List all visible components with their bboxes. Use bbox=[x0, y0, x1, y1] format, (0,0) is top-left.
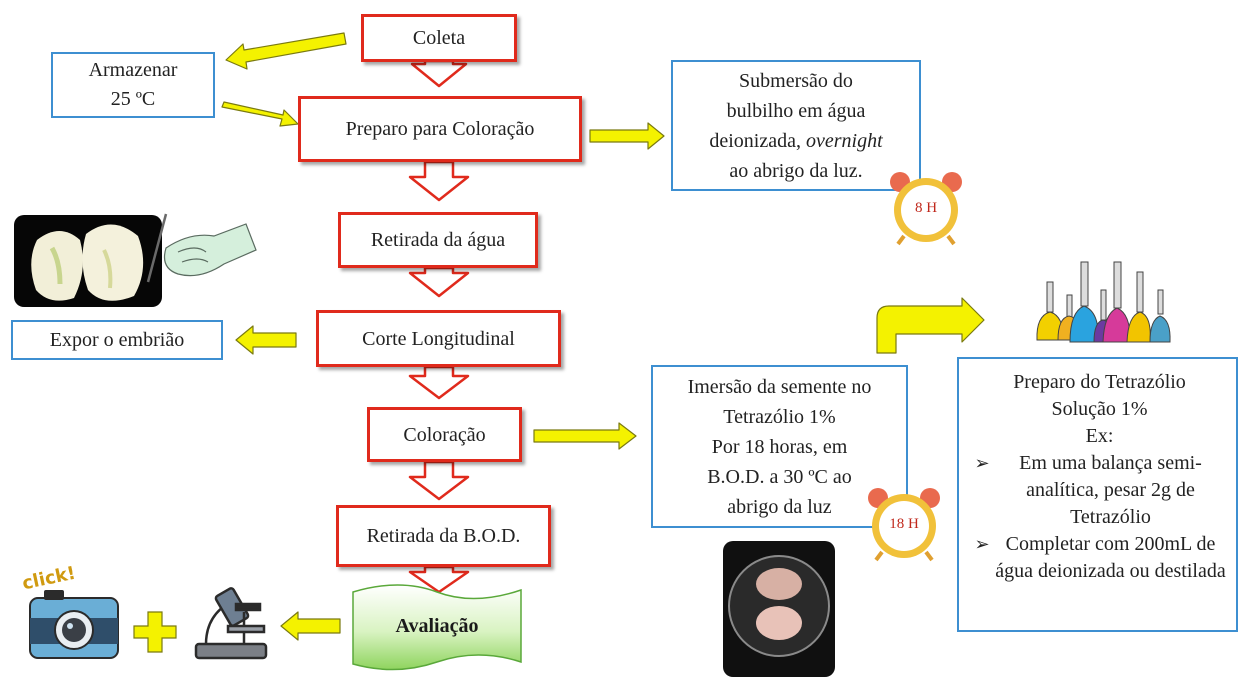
down-arrow-6 bbox=[408, 565, 470, 594]
imersao-line4: B.O.D. a 30 ºC ao bbox=[707, 465, 852, 488]
alarm-clock-icon: 8 H bbox=[886, 170, 966, 246]
microscope-drawing bbox=[194, 587, 268, 660]
tetrazolio-box: Preparo do Tetrazólio Solução 1% Ex: ➢ E… bbox=[957, 357, 1238, 632]
submersao-line2: bulbilho em água bbox=[726, 99, 866, 122]
clock-18h-label: 18 H bbox=[889, 516, 919, 532]
down-arrow-4 bbox=[408, 365, 470, 400]
garlic-photo bbox=[14, 215, 162, 307]
expor-box: Expor o embrião bbox=[11, 320, 223, 360]
imersao-line2: Tetrazólio 1% bbox=[723, 405, 836, 428]
plus-icon bbox=[133, 611, 177, 653]
down-arrow-5 bbox=[408, 460, 470, 501]
corte-label: Corte Longitudinal bbox=[362, 327, 515, 350]
imersao-line3: Por 18 horas, em bbox=[711, 435, 848, 458]
imersao-box: Imersão da semente no Tetrazólio 1% Por … bbox=[651, 365, 908, 528]
alarm-clock-drawing bbox=[890, 172, 962, 246]
retirada-agua-label: Retirada da água bbox=[370, 229, 506, 251]
alarm-clock-drawing bbox=[868, 488, 940, 562]
submersao-box: Submersão do bulbilho em água deionizada… bbox=[671, 60, 921, 191]
arrow-to-armazenar bbox=[225, 32, 347, 70]
down-arrow-1 bbox=[410, 59, 468, 88]
tetrazolio-step1-text: Em uma balança semi-analítica, pesar 2g … bbox=[1019, 452, 1202, 528]
gloved-hand-scalpel bbox=[146, 213, 257, 283]
retirada-bod-box: Retirada da B.O.D. bbox=[336, 505, 551, 567]
preparo-box: Preparo para Coloração bbox=[298, 96, 582, 162]
imersao-line5: abrigo da luz bbox=[727, 495, 832, 518]
coloracao-box: Coloração bbox=[367, 407, 522, 462]
submersao-line3a: deionizada, bbox=[709, 129, 806, 152]
arrow-to-submersao bbox=[589, 122, 665, 150]
down-arrow-2 bbox=[408, 160, 470, 202]
tetrazolio-title3: Ex: bbox=[1085, 425, 1114, 447]
coleta-label: Coleta bbox=[412, 27, 466, 49]
camera-drawing bbox=[29, 590, 119, 659]
tetrazolio-step-1: ➢ Em uma balança semi-analítica, pesar 2… bbox=[971, 450, 1228, 531]
arrow-to-imersao bbox=[533, 422, 637, 450]
alarm-clock-icon: 18 H bbox=[864, 486, 944, 562]
expor-label: Expor o embrião bbox=[49, 329, 185, 351]
tetrazolio-step2-text: Completar com 200mL de água deionizada o… bbox=[995, 533, 1226, 582]
clock-8h-label: 8 H bbox=[914, 200, 938, 216]
bullet-icon: ➢ bbox=[974, 453, 990, 473]
imersao-line1: Imersão da semente no bbox=[687, 375, 872, 398]
tetrazolio-title1: Preparo do Tetrazólio bbox=[1013, 371, 1186, 393]
down-arrow-3 bbox=[408, 266, 470, 298]
submersao-line4: ao abrigo da luz. bbox=[729, 159, 863, 182]
arrow-from-armazenar bbox=[221, 101, 299, 127]
armazenar-box: Armazenar 25 ºC bbox=[51, 52, 215, 118]
curved-arrow bbox=[876, 297, 985, 354]
armazenar-line2: 25 ºC bbox=[110, 88, 156, 110]
retirada-agua-box: Retirada da água bbox=[338, 212, 538, 268]
avaliacao-banner bbox=[352, 584, 522, 671]
tetrazolio-step-2: ➢ Completar com 200mL de água deionizada… bbox=[971, 531, 1228, 585]
coleta-box: Coleta bbox=[361, 14, 517, 62]
tetrazolio-title2: Solução 1% bbox=[1051, 398, 1148, 420]
submersao-line3b: overnight bbox=[805, 129, 883, 152]
preparo-label: Preparo para Coloração bbox=[345, 118, 535, 140]
armazenar-line1: Armazenar bbox=[88, 59, 178, 81]
bullet-icon: ➢ bbox=[974, 534, 990, 554]
arrow-to-microscope bbox=[280, 611, 341, 641]
corte-box: Corte Longitudinal bbox=[316, 310, 561, 367]
petri-dish-photo bbox=[723, 541, 835, 677]
coloracao-label: Coloração bbox=[403, 423, 486, 446]
retirada-bod-label: Retirada da B.O.D. bbox=[366, 525, 521, 547]
submersao-line1: Submersão do bbox=[739, 69, 853, 92]
flasks-drawing bbox=[1036, 261, 1171, 343]
arrow-to-expor bbox=[235, 325, 297, 355]
submersao-line3: deionizada, overnight bbox=[709, 126, 882, 156]
avaliacao-label: Avaliação bbox=[395, 615, 479, 637]
